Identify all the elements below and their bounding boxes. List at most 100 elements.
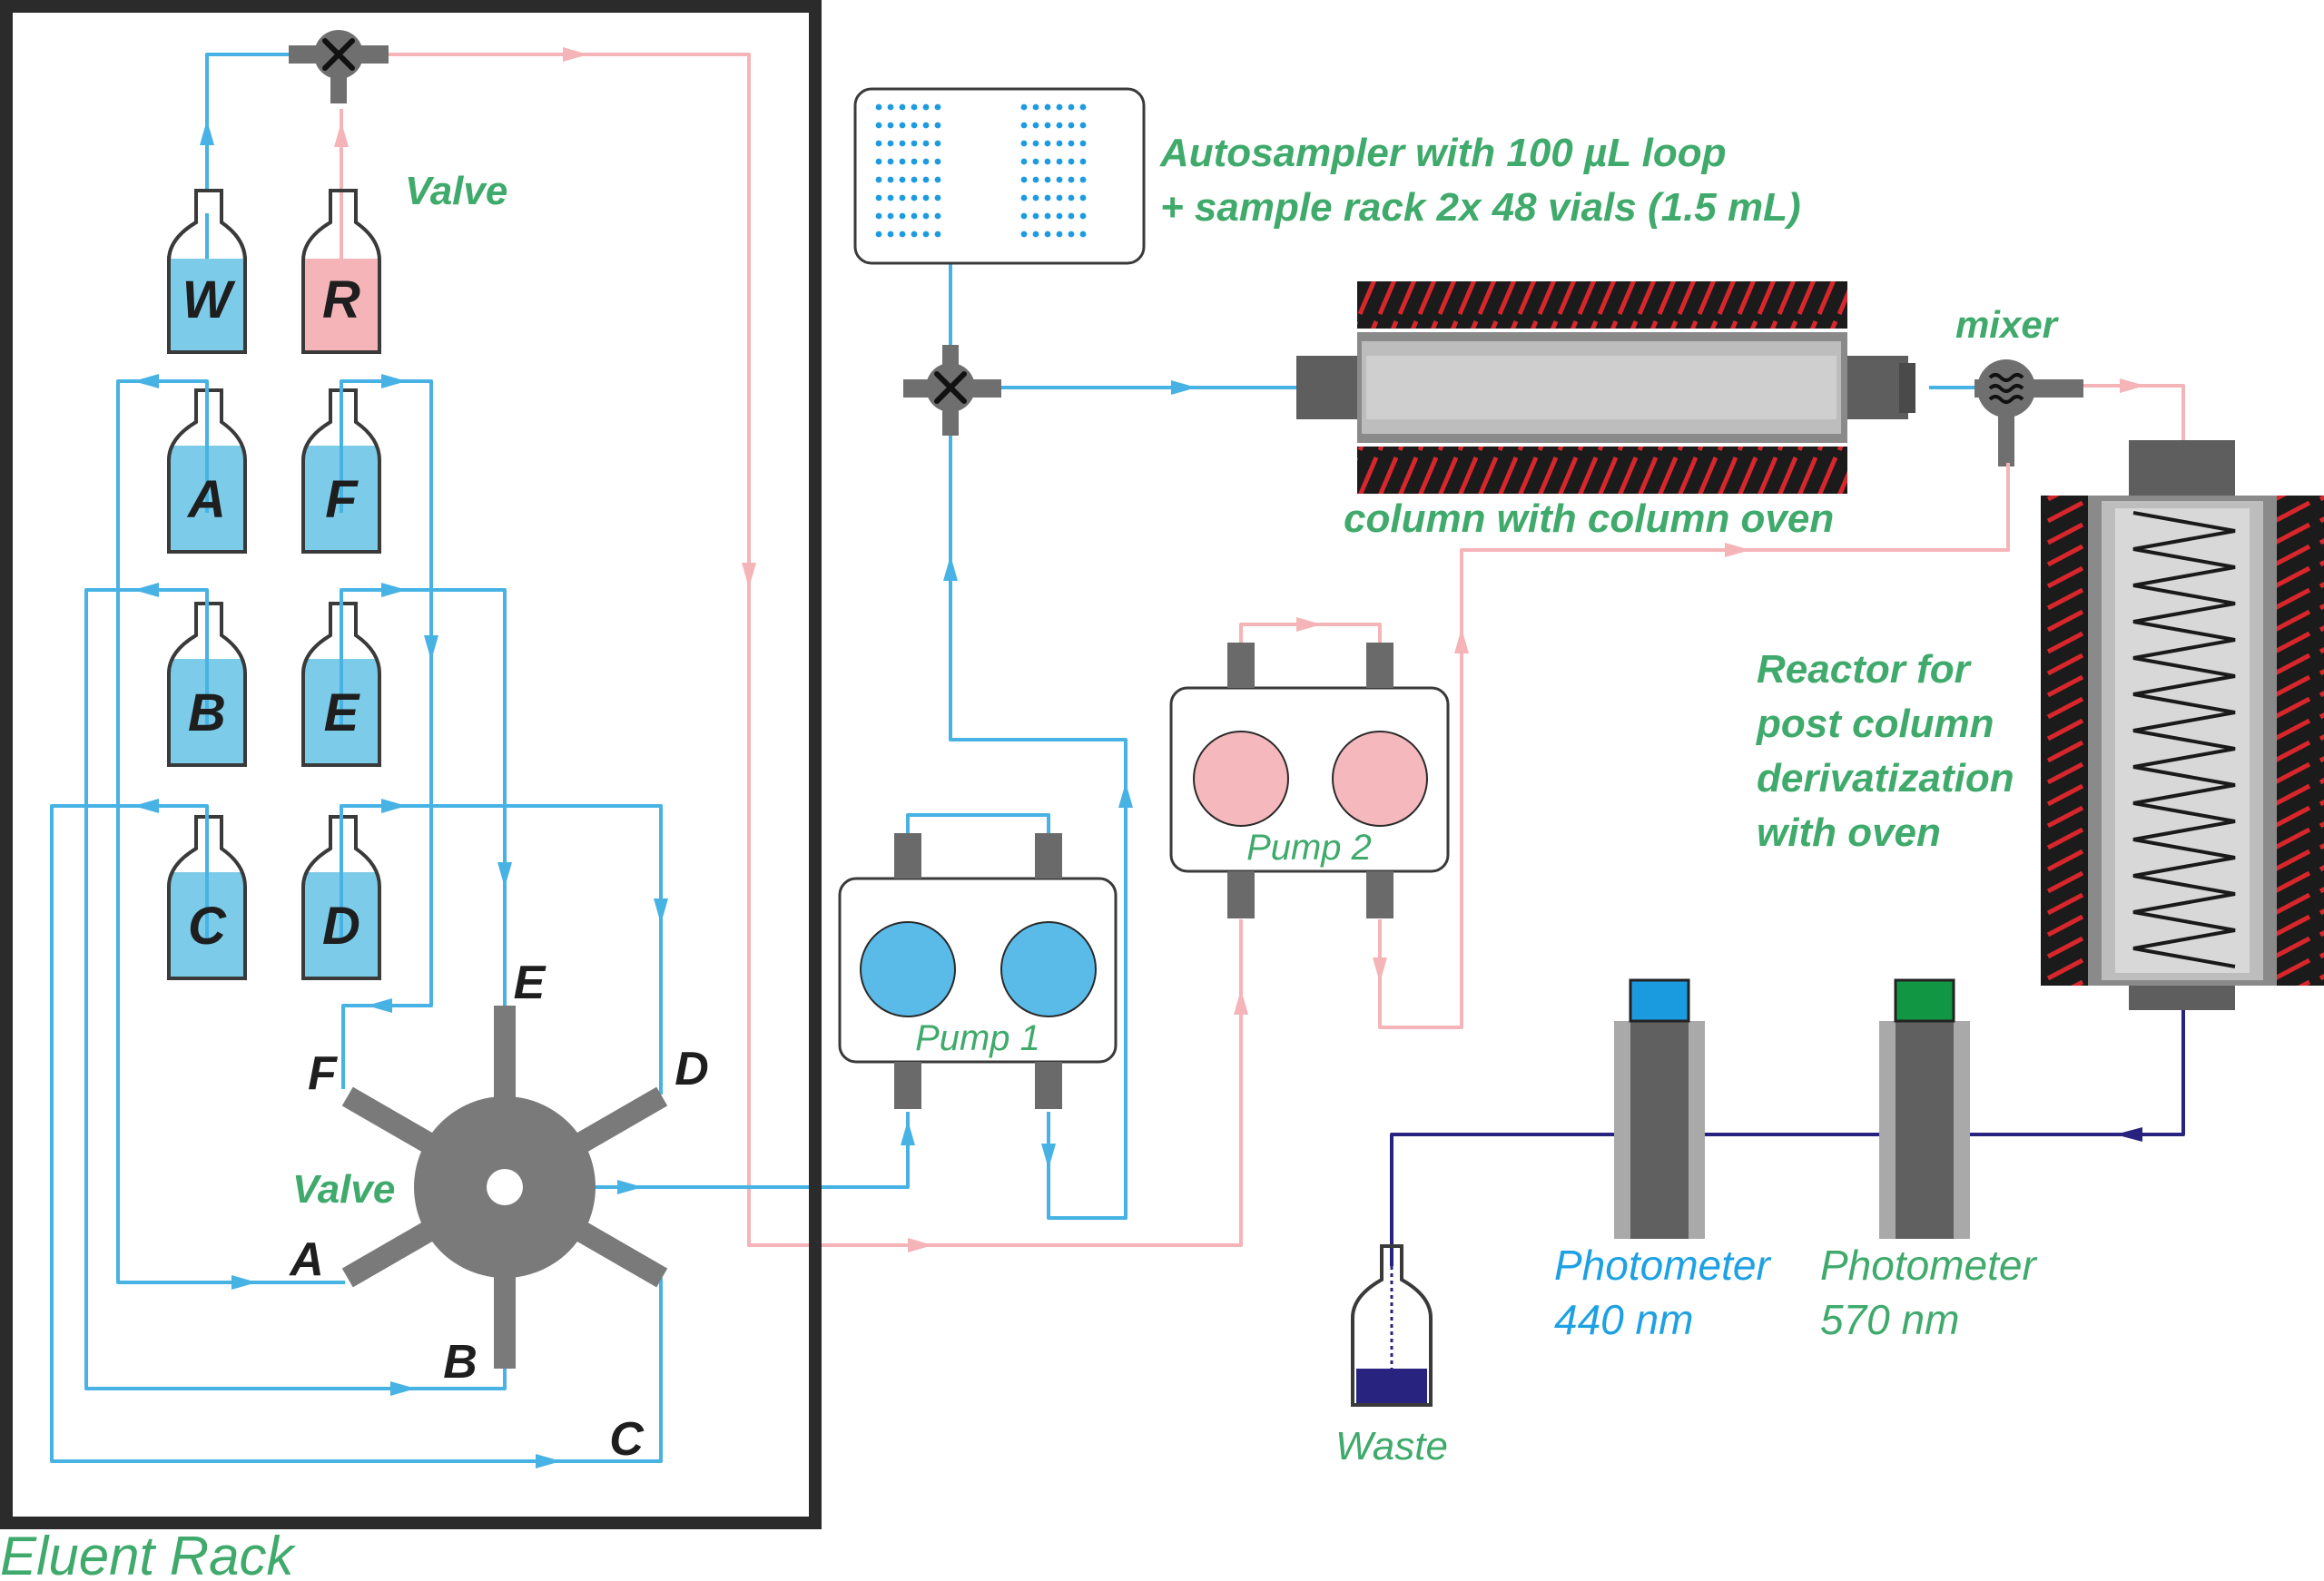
sample-vial: [899, 231, 906, 238]
sample-vial: [887, 158, 894, 165]
eluent-arrow: [381, 374, 407, 388]
reagent-arrow: [1725, 543, 1750, 557]
sample-vial: [1056, 103, 1063, 111]
bottle-c[interactable]: C: [167, 806, 247, 980]
sample-vial: [1068, 231, 1075, 238]
bottle-f[interactable]: F: [301, 381, 381, 554]
reagent-arrow: [563, 47, 588, 62]
sample-vial: [899, 176, 906, 183]
reagent-arrow: [2120, 378, 2145, 393]
selector-valve[interactable]: [341, 1006, 668, 1369]
sample-vial: [1068, 122, 1075, 129]
reactor-label-line1: Reactor for: [1757, 647, 1973, 692]
bottle-w[interactable]: W: [167, 189, 247, 354]
photometer1-label-line1: Photometer: [1554, 1242, 1771, 1289]
sample-vial: [1044, 176, 1051, 183]
bottle-r[interactable]: R: [301, 189, 381, 354]
sample-vial: [1056, 176, 1063, 183]
bottle-a-label: A: [186, 470, 226, 529]
sample-vial: [922, 212, 930, 220]
sample-vial: [1020, 176, 1028, 183]
eluent-arrow: [1118, 782, 1133, 808]
eluent-arrow: [424, 635, 438, 661]
sample-vial: [911, 122, 918, 129]
photometer2-label-line2: 570 nm: [1820, 1296, 1959, 1343]
sample-vial: [1068, 212, 1075, 220]
sample-vial: [875, 122, 882, 129]
reactor-oven[interactable]: [2041, 440, 2324, 1010]
sample-vial: [1079, 158, 1087, 165]
sample-vial: [922, 140, 930, 147]
reagent-arrow: [742, 563, 756, 588]
sample-vial: [934, 176, 941, 183]
sample-vial: [1020, 158, 1028, 165]
detector-line: [1390, 1010, 2185, 1266]
sample-vial: [899, 103, 906, 111]
photometer1-label-line2: 440 nm: [1554, 1296, 1693, 1343]
pump1-head-line: [906, 813, 1050, 835]
sample-vial: [911, 231, 918, 238]
sample-vial: [887, 122, 894, 129]
waste-bottle[interactable]: [1351, 1244, 1433, 1407]
sample-vial: [1056, 212, 1063, 220]
sample-vial: [1020, 212, 1028, 220]
eluent-arrow: [231, 1275, 257, 1290]
eluent-arrow: [133, 374, 159, 388]
reagent-arrow: [908, 1238, 933, 1252]
pump-2[interactable]: Pump 2: [1169, 643, 1450, 918]
sample-vial: [1079, 176, 1087, 183]
sample-vial: [911, 140, 918, 147]
sample-vial: [1044, 140, 1051, 147]
sample-vial: [1056, 158, 1063, 165]
sample-vial: [887, 212, 894, 220]
sample-vial: [934, 194, 941, 201]
top-valve[interactable]: [289, 30, 389, 103]
port-a-label: A: [288, 1233, 324, 1286]
photometer-570[interactable]: [1879, 978, 1970, 1239]
reactor-label-line2: post column: [1756, 702, 1994, 746]
reagent-arrow: [1454, 628, 1469, 653]
sample-vial: [1044, 212, 1051, 220]
bottle-b[interactable]: B: [167, 590, 247, 767]
bottle-a[interactable]: A: [167, 381, 247, 554]
sample-vial: [1032, 194, 1039, 201]
sample-vial: [1068, 176, 1075, 183]
eluent-arrow: [367, 998, 392, 1013]
eluent-arrow: [200, 120, 214, 145]
sample-vial: [875, 231, 882, 238]
sample-vial: [1044, 122, 1051, 129]
pump-1[interactable]: Pump 1: [838, 833, 1118, 1109]
sample-vial: [934, 140, 941, 147]
reactor-label-line4: with oven: [1757, 810, 1941, 855]
eluent-rack-label: Eluent Rack: [0, 1526, 296, 1581]
sample-vial: [1044, 103, 1051, 111]
bottle-d[interactable]: D: [301, 806, 381, 980]
bottle-d-label: D: [322, 897, 360, 956]
column-oven[interactable]: [1296, 281, 1915, 494]
sample-vial: [1020, 140, 1028, 147]
sample-vial: [934, 103, 941, 111]
eluent-arrow: [133, 799, 159, 813]
detector-arrow: [2115, 1127, 2142, 1142]
bottle-r-label: R: [322, 270, 360, 329]
reactor-coil: [2132, 511, 2236, 968]
bottle-b-label: B: [188, 683, 226, 742]
sample-vial: [1068, 158, 1075, 165]
mixer[interactable]: [1974, 359, 2083, 466]
sample-vial: [899, 194, 906, 201]
sample-vial: [922, 103, 930, 111]
sample-vial: [1032, 140, 1039, 147]
autosampler[interactable]: [853, 87, 1146, 265]
sample-vial: [1079, 122, 1087, 129]
eluent-arrow: [901, 1120, 915, 1145]
sample-vial: [1079, 140, 1087, 147]
top-valve-label: Valve: [405, 169, 507, 213]
mixer-label: mixer: [1955, 303, 2060, 346]
sample-vial: [922, 122, 930, 129]
photometer-440[interactable]: [1614, 978, 1705, 1239]
sample-vial: [911, 212, 918, 220]
autosampler-valve[interactable]: [903, 345, 1001, 436]
bottle-e-label: E: [324, 683, 361, 742]
bottle-e[interactable]: E: [301, 590, 381, 767]
